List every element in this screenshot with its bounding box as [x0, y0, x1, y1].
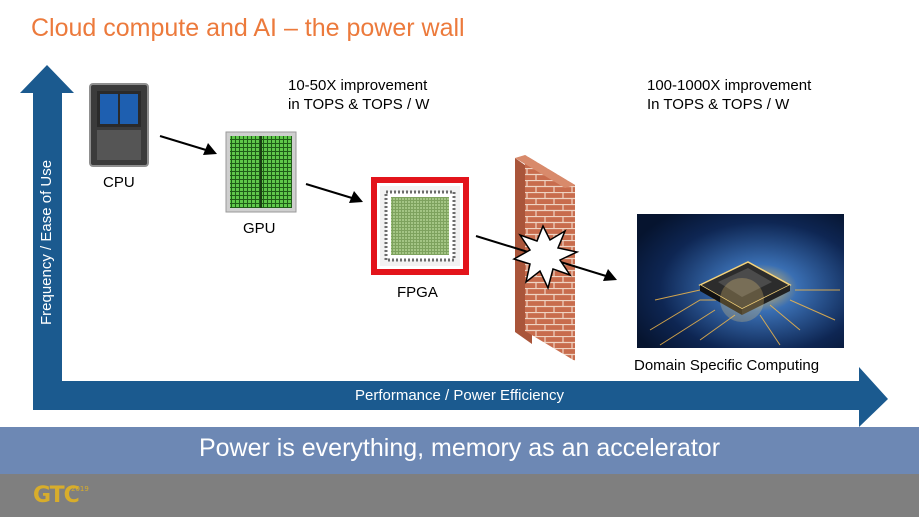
cpu-label: CPU	[103, 174, 135, 191]
improvement-note-second: 100-1000X improvement In TOPS & TOPS / W	[647, 76, 811, 114]
gtc-logo: GTC	[33, 483, 80, 508]
footer	[0, 474, 919, 517]
banner	[0, 427, 919, 474]
improvement-note-first: 10-50X improvement in TOPS & TOPS / W	[288, 76, 429, 114]
gpu-label: GPU	[243, 220, 276, 237]
improvement-note-first-line1: 10-50X improvement	[288, 77, 428, 94]
dsc-label: Domain Specific Computing	[634, 357, 820, 374]
arrow-gpu-to-fpga	[305, 183, 363, 203]
diagram-canvas	[20, 65, 888, 427]
domain-specific-computing-image	[637, 214, 844, 348]
fpga-label: FPGA	[397, 284, 438, 301]
banner-text: Power is everything, memory as an accele…	[198, 434, 721, 462]
cpu-chip-icon	[89, 83, 149, 167]
x-axis-label: Performance / Power Efficiency	[355, 387, 564, 404]
break-burst-icon	[512, 224, 580, 291]
slide-title: Cloud compute and AI – the power wall	[31, 14, 465, 42]
improvement-note-first-line2: in TOPS & TOPS / W	[288, 96, 430, 113]
arrow-cpu-to-gpu	[159, 135, 217, 155]
fpga-chip-icon	[371, 177, 469, 275]
y-axis-label: Frequency / Ease of Use	[38, 159, 55, 325]
gtc-logo-year: 2019	[71, 485, 89, 493]
improvement-note-second-line2: In TOPS & TOPS / W	[647, 96, 790, 113]
x-axis-arrow	[33, 367, 888, 427]
y-axis-arrow	[20, 65, 74, 410]
gpu-chip-icon	[225, 131, 297, 213]
improvement-note-second-line1: 100-1000X improvement	[647, 77, 812, 94]
